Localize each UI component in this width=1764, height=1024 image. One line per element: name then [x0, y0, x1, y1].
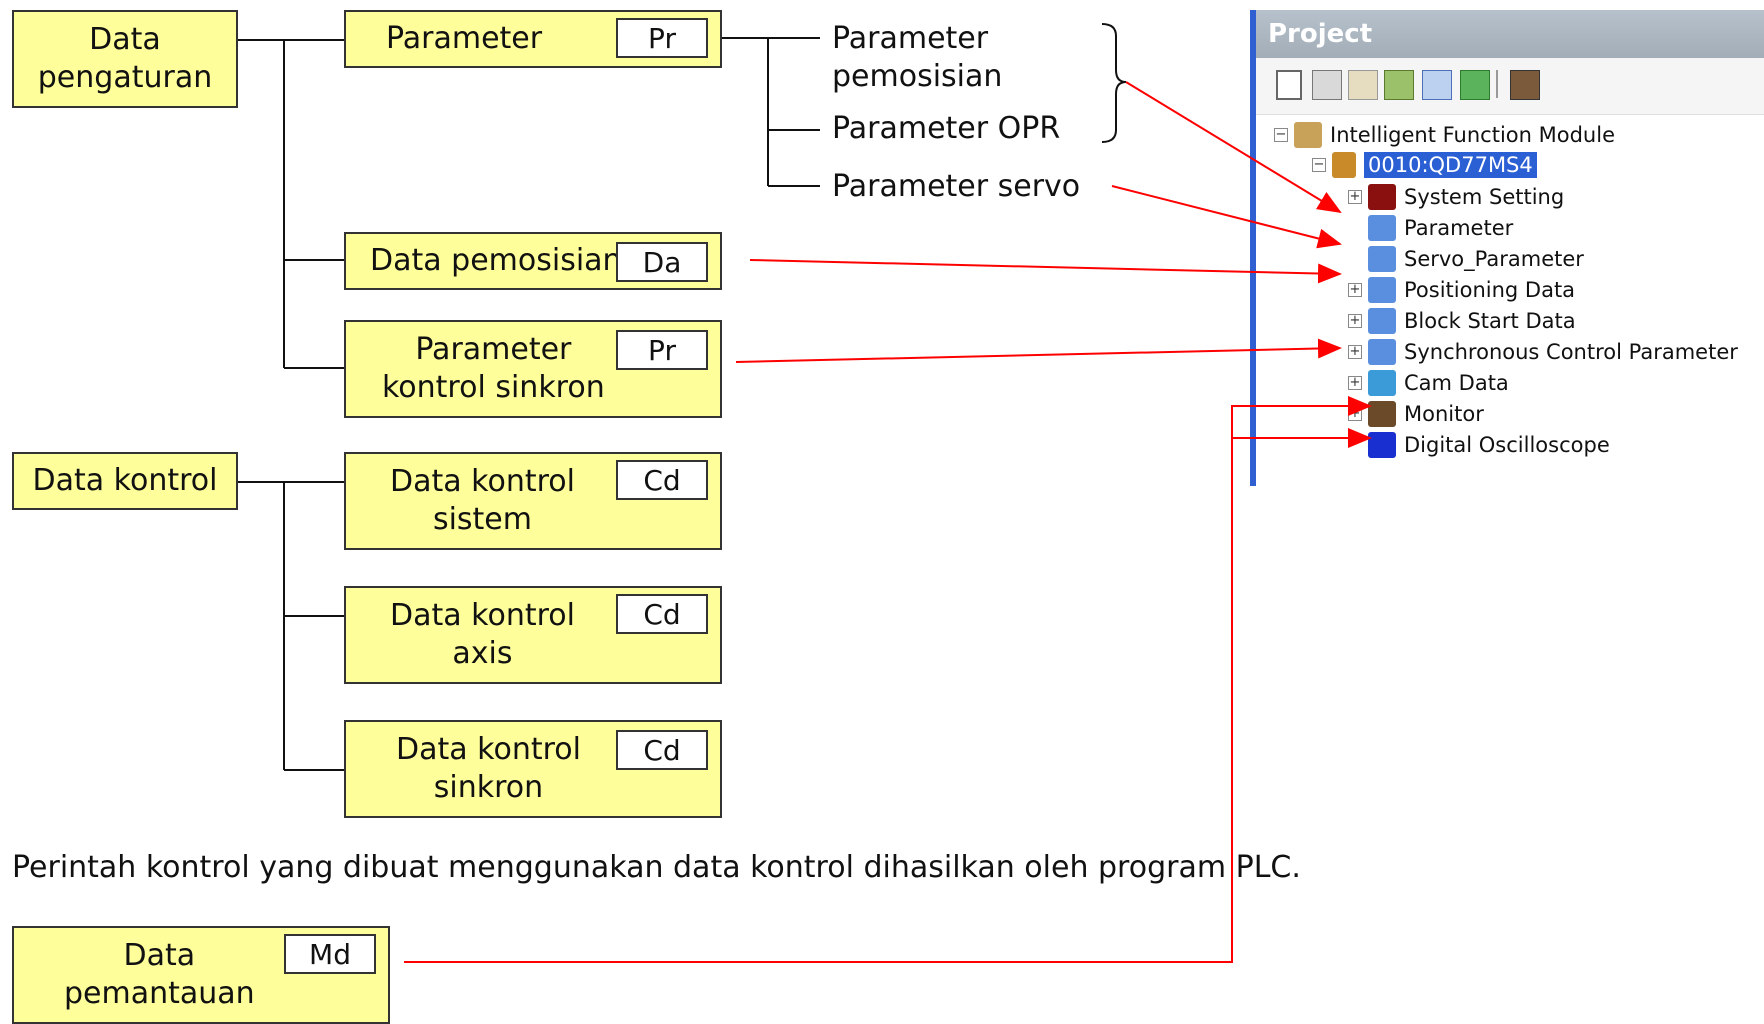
tree-root-label: Intelligent Function Module [1330, 123, 1615, 147]
param-item-pemosisian: Parameter pemosisian [832, 21, 1003, 94]
collapse-icon[interactable]: − [1274, 127, 1288, 142]
box-data-kontrol-axis-label: Data kontrol axis [390, 598, 575, 671]
tree-item-label: Synchronous Control Parameter [1404, 340, 1738, 364]
expand-icon[interactable]: + [1348, 189, 1362, 204]
box-param-kontrol-sinkron-label: Parameter kontrol sinkron [382, 332, 605, 405]
cam-data-icon [1368, 370, 1396, 396]
param-item-servo: Parameter servo [832, 169, 1081, 204]
parameter-icon [1368, 215, 1396, 241]
toolbar-separator [1496, 70, 1498, 98]
system-setting-icon [1368, 184, 1396, 210]
expand-icon[interactable]: + [1348, 344, 1362, 359]
param-item-opr: Parameter OPR [832, 111, 1061, 146]
tree-module-label: 0010:QD77MS4 [1364, 152, 1537, 178]
tree-item[interactable]: + Positioning Data [1348, 275, 1575, 305]
tree-item[interactable]: + Block Start Data [1348, 306, 1576, 336]
tree-item[interactable]: + System Setting [1348, 182, 1564, 212]
note-text: Perintah kontrol yang dibuat menggunakan… [12, 850, 1301, 885]
tree-item[interactable]: Digital Oscilloscope [1348, 430, 1610, 460]
paste-icon[interactable] [1348, 70, 1378, 100]
tree-root[interactable]: − Intelligent Function Module [1274, 120, 1615, 150]
expand-icon[interactable]: + [1348, 313, 1362, 328]
module-folder-icon [1294, 122, 1322, 148]
box-data-pengaturan-label: Data pengaturan [37, 22, 213, 95]
arrow-sinkron-to-sync [735, 338, 1342, 363]
box-data-pengaturan: Data pengaturan [12, 10, 238, 108]
box-data-pemosisian-label: Data pemosisian [370, 243, 622, 278]
positioning-data-icon [1368, 277, 1396, 303]
plug-icon[interactable] [1510, 70, 1540, 100]
box-data-kontrol-label: Data kontrol [32, 463, 218, 498]
box-data-kontrol: Data kontrol [12, 452, 238, 510]
box-data-kontrol-sistem-label: Data kontrol sistem [390, 464, 575, 537]
info-icon[interactable] [1422, 70, 1452, 100]
refresh-icon[interactable] [1460, 70, 1490, 100]
arrow-servo-to-servo-parameter [1111, 185, 1342, 249]
tag-data-kontrol-axis: Cd [616, 594, 708, 634]
tree-item[interactable]: + Synchronous Control Parameter [1348, 337, 1738, 367]
tag-data-pemantauan: Md [284, 934, 376, 974]
tree-item-label: Servo_Parameter [1404, 247, 1584, 271]
tree-item[interactable]: Servo_Parameter [1348, 244, 1584, 274]
box-data-kontrol-sinkron-label: Data kontrol sinkron [396, 732, 581, 805]
tree-item-label: Block Start Data [1404, 309, 1576, 333]
tag-parameter: Pr [616, 18, 708, 58]
arrow-pemantauan-to-monitor [404, 396, 1372, 963]
arrow-param-to-parameter [1125, 81, 1342, 214]
tree-item-label: Cam Data [1404, 371, 1509, 395]
read-icon[interactable] [1384, 70, 1414, 100]
tag-param-kontrol-sinkron: Pr [616, 330, 708, 370]
tag-data-kontrol-sinkron: Cd [616, 730, 708, 770]
project-panel-title: Project [1256, 10, 1764, 58]
tree-item-label: Parameter [1404, 216, 1514, 240]
box-parameter-label: Parameter [386, 21, 543, 56]
tree-item-label: Positioning Data [1404, 278, 1576, 302]
tag-data-pemosisian: Da [616, 242, 708, 282]
tree-module[interactable]: − 0010:QD77MS4 [1312, 150, 1537, 180]
tree-item-label: System Setting [1404, 185, 1565, 209]
monitor-icon [1368, 401, 1396, 427]
tag-data-kontrol-sistem: Cd [616, 460, 708, 500]
tree-item-label: Digital Oscilloscope [1404, 433, 1610, 457]
servo-parameter-icon [1368, 246, 1396, 272]
expand-icon[interactable]: + [1348, 375, 1362, 390]
tree-item[interactable]: + Cam Data [1348, 368, 1509, 398]
arrow-pemosisian-to-positioning [749, 259, 1342, 284]
module-icon [1332, 152, 1356, 178]
block-start-data-icon [1368, 308, 1396, 334]
project-toolbar [1256, 58, 1764, 115]
expand-icon[interactable]: + [1348, 282, 1362, 297]
tree-item[interactable]: Parameter [1348, 213, 1513, 243]
copy-icon[interactable] [1312, 70, 1342, 100]
tree-item-label: Monitor [1404, 402, 1484, 426]
box-data-pemantauan-label: Data pemantauan [64, 938, 255, 1011]
digital-oscilloscope-icon [1368, 432, 1396, 458]
sync-control-parameter-icon [1368, 339, 1396, 365]
collapse-icon[interactable]: − [1312, 157, 1326, 172]
box-parameter: Parameter [344, 10, 722, 68]
new-item-icon[interactable] [1276, 70, 1302, 100]
